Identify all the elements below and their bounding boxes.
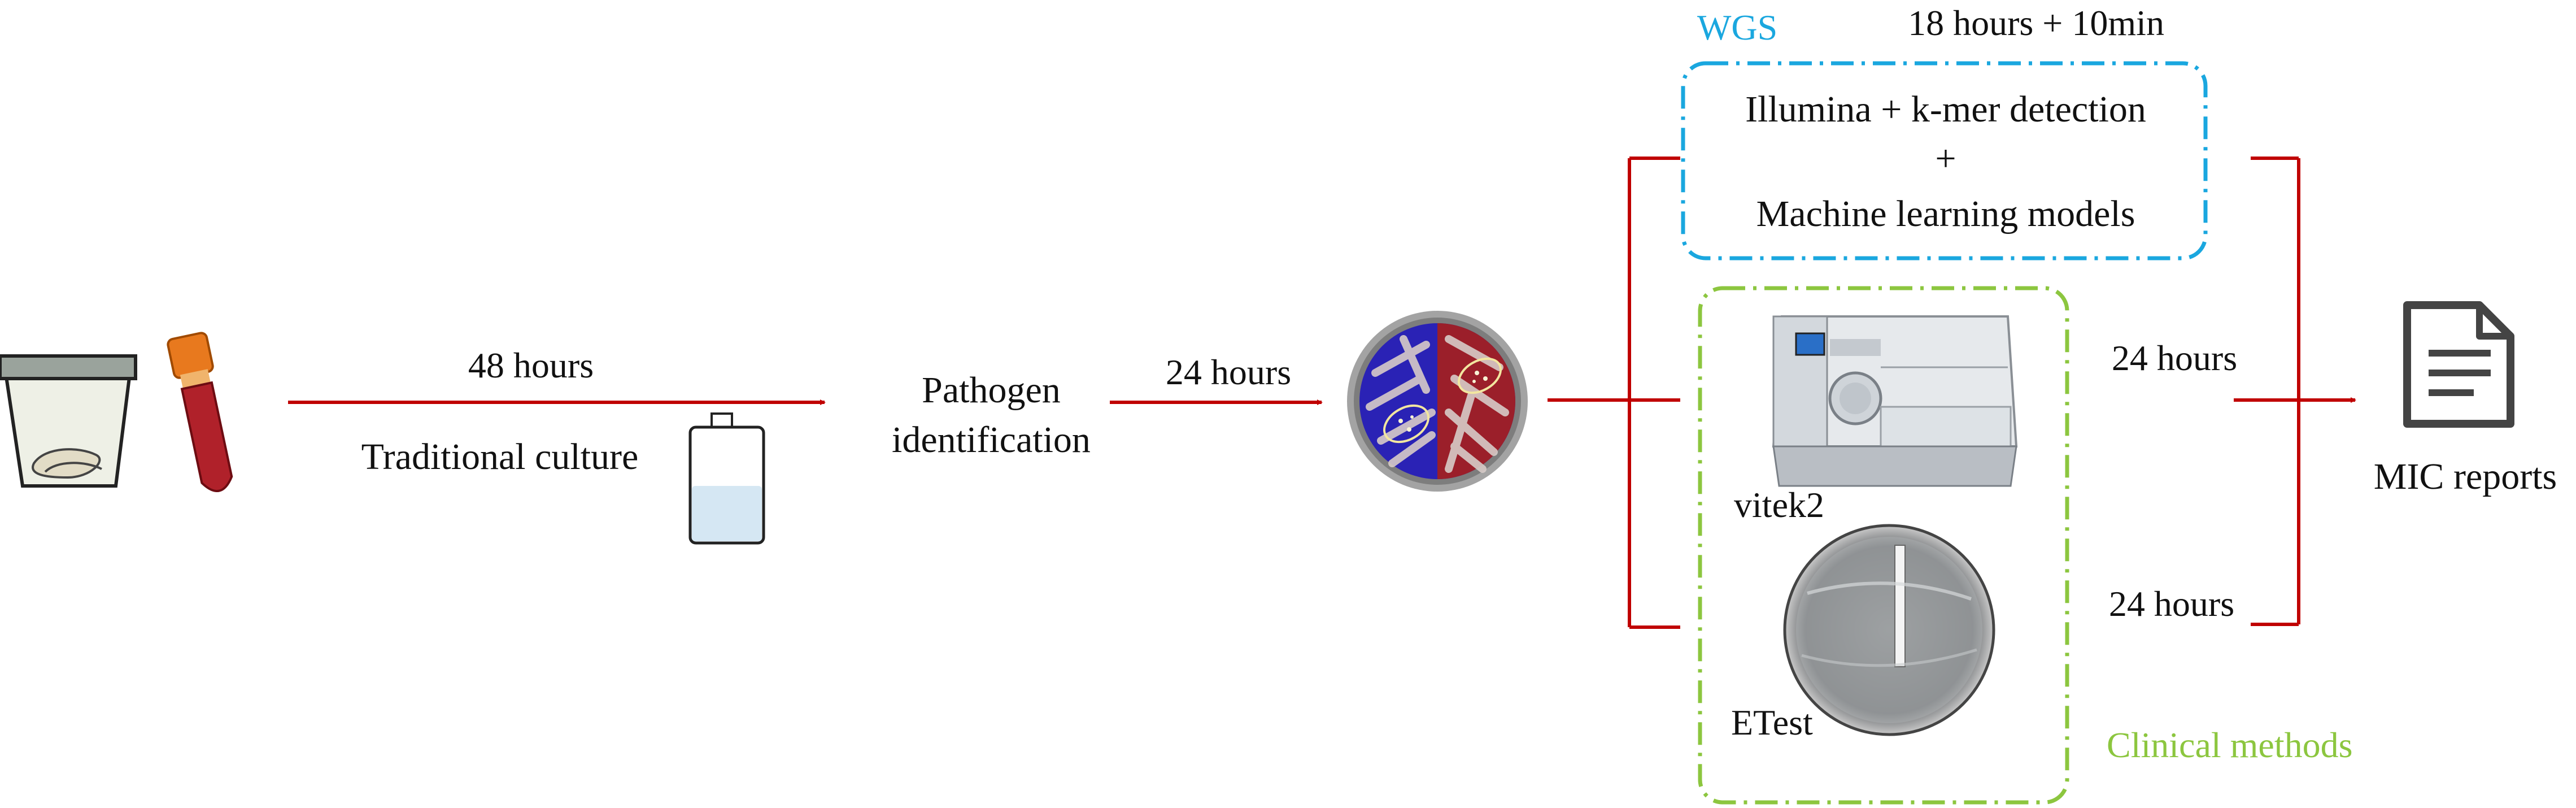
clinical-box: [1698, 286, 2069, 805]
wgs-title: WGS: [1697, 7, 1777, 47]
blood-tube-icon: [167, 332, 233, 492]
wgs-box: [1681, 61, 2208, 260]
culture-bottle-icon: [688, 412, 765, 545]
wgs-line3: Machine learning models: [1756, 193, 2135, 234]
etest-plate-icon: [1783, 524, 1995, 736]
clinical-title: Clinical methods: [2107, 725, 2353, 765]
wgs-time: 18 hours + 10min: [1908, 3, 2164, 43]
petri-dish-icon: [1347, 311, 1528, 492]
step1-label: Traditional culture: [361, 436, 639, 477]
urine-container-icon: [0, 354, 137, 488]
etest-time: 24 hours: [2109, 584, 2234, 624]
mic-reports-label: MIC reports: [2374, 456, 2557, 497]
vitek-time: 24 hours: [2112, 338, 2237, 378]
branch-bracket-right: [2234, 157, 2300, 626]
vitek2-instrument-icon: [1772, 315, 2018, 487]
vitek-label: vitek2: [1734, 485, 1824, 525]
step1-time: 48 hours: [468, 345, 594, 385]
wgs-line1: Illumina + k-mer detection: [1745, 89, 2146, 130]
step2-time: 24 hours: [1166, 352, 1291, 392]
pathogen-label-line1: Pathogen: [922, 370, 1061, 411]
document-report-icon: [2403, 301, 2514, 428]
branch-bracket-left: [1548, 157, 1680, 629]
wgs-line2: +: [1935, 138, 1956, 179]
etest-label: ETest: [1731, 702, 1813, 742]
pathogen-label-line2: identification: [892, 419, 1091, 461]
